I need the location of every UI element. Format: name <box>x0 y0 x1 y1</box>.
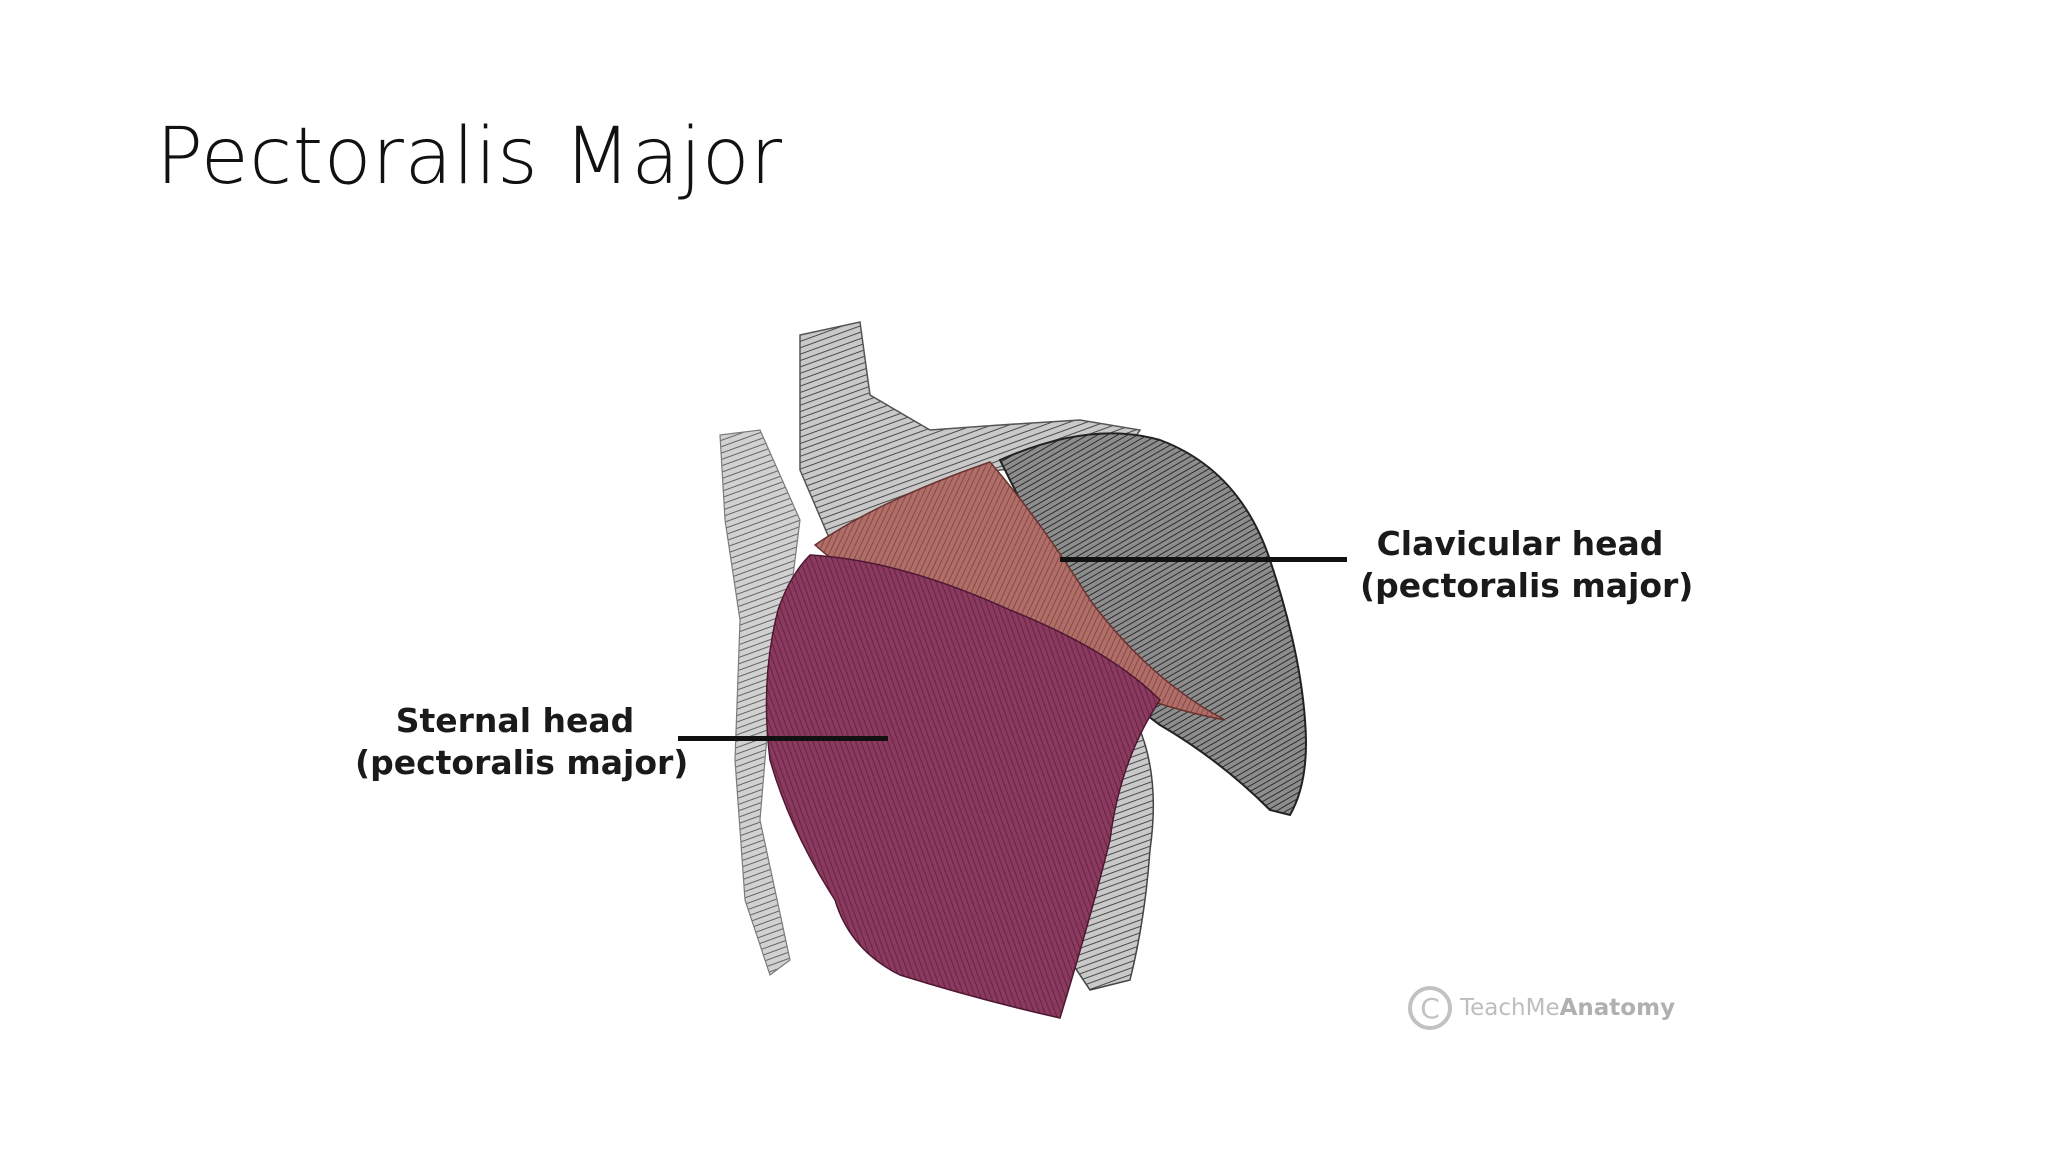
sternal-label-line1: Sternal head <box>395 701 635 740</box>
sternal-label-line2: (pectoralis major) <box>355 743 689 782</box>
clavicular-label-line1: Clavicular head <box>1376 524 1664 563</box>
sternal-head-label: Sternal head (pectoralis major) <box>355 700 689 784</box>
sternal-head <box>765 554 1161 1019</box>
watermark-text: TeachMeAnatomy <box>1460 995 1675 1021</box>
clavicular-leader-line <box>1060 557 1347 562</box>
clavicular-head-label: Clavicular head (pectoralis major) <box>1360 523 1694 607</box>
slide-title: Pectoralis Major <box>156 112 783 202</box>
sternum-strands <box>719 429 801 976</box>
sternal-leader-line <box>678 736 888 741</box>
clavicular-label-line2: (pectoralis major) <box>1360 566 1694 605</box>
copyright-icon: C <box>1408 986 1452 1030</box>
teachmeanatomy-watermark: C TeachMeAnatomy <box>1408 986 1675 1030</box>
watermark-text-bold: Anatomy <box>1559 995 1676 1021</box>
watermark-text-light: TeachMe <box>1460 995 1560 1021</box>
